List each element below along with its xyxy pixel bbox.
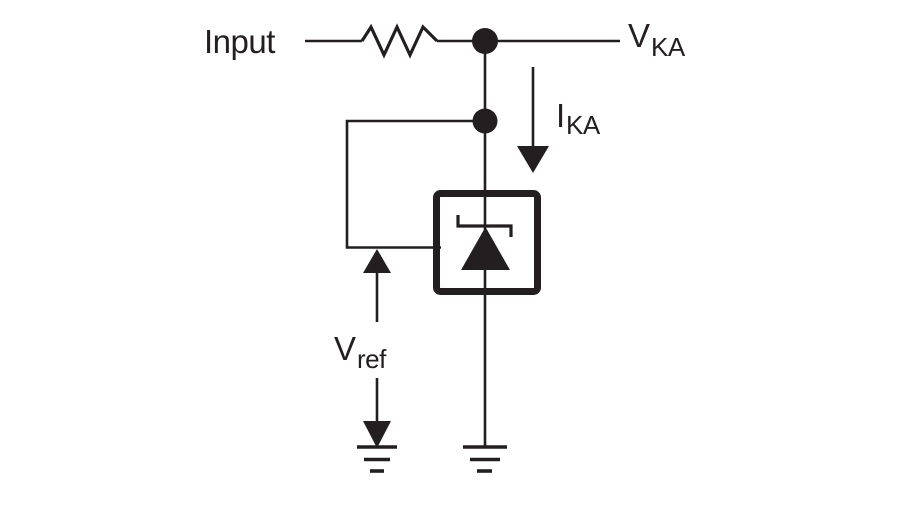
cathode-bar xyxy=(456,215,513,237)
circuit-solids xyxy=(363,28,549,448)
circuit-wires xyxy=(305,23,620,473)
regulator-box-outline xyxy=(433,190,541,295)
reference-feedback-wire xyxy=(345,119,485,249)
vka-label-main: V xyxy=(628,17,650,54)
junction-dot-mid xyxy=(472,108,498,134)
junction-dot-top xyxy=(472,28,498,54)
vref-label-sub: ref xyxy=(357,344,387,374)
regulator-box xyxy=(433,190,541,295)
ground-symbol-left xyxy=(357,445,397,473)
ika-arrowhead-icon xyxy=(517,146,549,173)
vref-label-main: V xyxy=(334,330,356,367)
ika-label-main: I xyxy=(556,97,565,134)
vref-arrowhead-up-icon xyxy=(363,249,391,273)
ground-symbol-right xyxy=(463,445,507,473)
vka-label-sub: KA xyxy=(651,32,686,62)
circuit-labels: Input V KA I KA V ref xyxy=(204,17,686,374)
resistor-symbol xyxy=(360,23,439,59)
shunt-regulator-triangle xyxy=(461,227,510,270)
input-label: Input xyxy=(204,23,275,60)
vref-arrowhead-down-icon xyxy=(363,421,391,448)
ika-label-sub: KA xyxy=(566,110,601,140)
